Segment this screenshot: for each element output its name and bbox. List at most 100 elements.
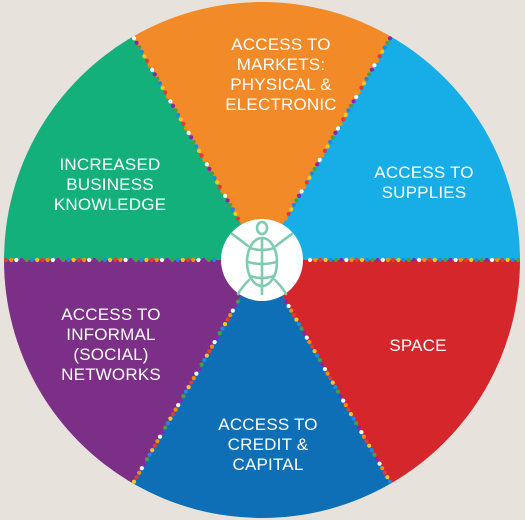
segment-networks xyxy=(4,260,262,484)
segment-label-networks: ACCESS TO INFORMAL (SOCIAL) NETWORKS xyxy=(61,305,161,384)
divider-dot xyxy=(320,362,325,367)
divider-dot xyxy=(235,216,241,221)
divider-dot xyxy=(333,130,338,135)
divider-dot xyxy=(134,475,139,480)
divider-dot xyxy=(76,257,81,263)
divider-dot xyxy=(196,367,202,372)
divider-dot xyxy=(391,257,396,263)
divider-dot xyxy=(313,257,318,263)
divider-dot xyxy=(349,257,354,263)
divider-dot xyxy=(359,257,365,263)
divider-dot xyxy=(328,257,333,263)
divider-dot xyxy=(354,94,359,99)
divider-dot xyxy=(359,430,364,435)
divider-dot xyxy=(286,303,291,309)
divider-dot xyxy=(186,130,191,135)
divider-dot xyxy=(194,144,199,149)
divider-dot xyxy=(322,148,328,153)
divider-dot xyxy=(9,257,14,263)
divider-dot xyxy=(515,257,521,263)
divider-dot xyxy=(474,257,479,263)
divider-dot xyxy=(209,171,215,176)
divider-dot xyxy=(168,416,173,421)
divider-dot xyxy=(92,257,97,263)
divider-dot xyxy=(458,257,463,263)
divider-dot xyxy=(283,299,289,304)
divider-dot xyxy=(35,257,40,263)
divider-dot xyxy=(230,308,235,313)
divider-dot xyxy=(170,257,175,263)
divider-dot xyxy=(196,148,202,153)
divider-dot xyxy=(356,90,361,95)
divider-dot xyxy=(139,49,144,54)
divider-dot xyxy=(309,171,315,176)
divider-dot xyxy=(222,321,228,327)
divider-dot xyxy=(113,257,118,263)
divider-dot xyxy=(495,257,500,263)
divider-dot xyxy=(443,257,448,263)
divider-dot xyxy=(199,153,204,158)
divider-dot xyxy=(312,349,317,354)
divider-dot xyxy=(160,85,165,90)
divider-dot xyxy=(24,257,29,263)
divider-dot xyxy=(500,257,505,263)
divider-dot xyxy=(377,461,382,466)
divider-dot xyxy=(338,121,343,126)
divider-dot xyxy=(131,479,137,484)
divider-dot xyxy=(147,452,152,457)
divider-dot xyxy=(178,398,183,403)
divider-dot xyxy=(387,479,393,484)
divider-dot xyxy=(367,72,372,77)
divider-dot xyxy=(304,180,309,185)
divider-dot xyxy=(335,126,341,131)
divider-dot xyxy=(365,257,370,263)
segment-label-supplies: ACCESS TO SUPPLIES xyxy=(374,163,474,202)
divider-dot xyxy=(215,180,220,185)
divider-dot xyxy=(286,211,291,217)
divider-dot xyxy=(354,257,359,263)
divider-dot xyxy=(168,99,173,104)
divider-dot xyxy=(417,257,422,263)
divider-dot xyxy=(307,257,313,263)
divider-dot xyxy=(225,198,230,203)
segment-supplies xyxy=(262,36,520,260)
divider-dot xyxy=(14,257,19,263)
divider-dot xyxy=(370,257,375,263)
divider-dot xyxy=(233,211,238,217)
divider-dot xyxy=(152,72,157,77)
divider-dot xyxy=(375,257,380,263)
divider-dot xyxy=(185,257,191,263)
divider-dot xyxy=(150,448,155,453)
divider-dot xyxy=(176,112,181,117)
divider-dot xyxy=(181,394,186,399)
divider-dot xyxy=(361,434,367,439)
divider-dot xyxy=(339,257,344,263)
divider-dot xyxy=(220,189,225,194)
divider-dot xyxy=(330,380,335,385)
divider-dot xyxy=(380,49,385,54)
divider-dot xyxy=(212,340,217,345)
divider-dot xyxy=(222,193,228,199)
divider-dot xyxy=(55,257,61,263)
divider-dot xyxy=(335,389,341,394)
divider-dot xyxy=(291,312,296,318)
divider-dot xyxy=(155,439,160,444)
divider-dot xyxy=(215,335,220,340)
segment-knowledge xyxy=(4,36,262,260)
divider-dot xyxy=(137,45,142,50)
divider-dot xyxy=(191,257,196,263)
divider-dot xyxy=(356,425,361,430)
divider-dot xyxy=(133,257,139,263)
divider-dot xyxy=(469,257,474,263)
divider-dot xyxy=(302,184,307,190)
divider-dot xyxy=(66,257,71,263)
divider-dot xyxy=(351,416,356,421)
segment-credit xyxy=(133,260,391,518)
divider-dot xyxy=(333,257,339,263)
divider-dot xyxy=(505,257,510,263)
divider-dot xyxy=(354,421,359,426)
divider-dot xyxy=(510,257,515,263)
divider-dot xyxy=(320,153,325,158)
divider-dot xyxy=(289,308,294,313)
